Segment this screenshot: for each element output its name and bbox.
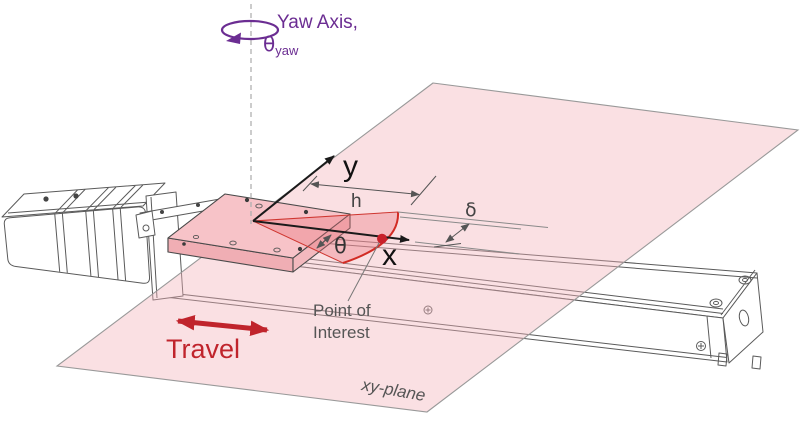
yaw-rotation-arrow-icon [220, 19, 280, 44]
x-axis-extension [414, 241, 521, 255]
carriage-plate [167, 193, 351, 273]
delta-dim-label: δ [465, 199, 477, 221]
y-axis-arrow [252, 155, 335, 222]
motor-front-face [3, 206, 151, 284]
delta-dimension-arrow [445, 223, 470, 243]
bracket-screw [160, 210, 164, 214]
h-dimension-arrow [310, 181, 420, 198]
theta-dim-label: θ [334, 234, 347, 258]
travel-arrow [175, 314, 270, 337]
motor-seam-top-ticks [55, 184, 144, 214]
motor-block [1, 182, 184, 301]
yaw-axis-label: Yaw Axis, [277, 12, 358, 33]
screw-icon [709, 298, 723, 308]
motor-top-screw [43, 196, 49, 202]
h-witness-tick-right [410, 175, 437, 206]
end-face-oval-hole [738, 309, 750, 327]
motor-top-face [1, 182, 166, 218]
theta-angle-arrow [316, 234, 332, 249]
poi-label-line1: Point of [313, 301, 371, 320]
delta-witness-tick [433, 243, 462, 248]
carriage-top-face [167, 193, 351, 259]
motor-seam-lines [54, 207, 127, 281]
h-dim-label: h [351, 191, 362, 212]
point-of-interest-dot [377, 233, 387, 244]
yaw-theta-label: θyaw [263, 32, 299, 58]
motor-top-bevel [7, 201, 151, 214]
motor-top-screw [73, 193, 79, 199]
screw-icon [738, 275, 752, 285]
rotated-axis-extension [397, 211, 549, 228]
stage-foot-tab [751, 355, 762, 370]
stage-front-bottom-inner [165, 292, 728, 358]
screw-icon [423, 305, 433, 315]
poi-leader-line [347, 242, 380, 302]
bracket-screw [196, 203, 200, 207]
rotated-axis-extension-2 [399, 216, 522, 230]
h-witness-tick-left [302, 175, 318, 192]
y-axis-label: y [343, 150, 358, 183]
stage-end-face [722, 272, 764, 364]
annotations: Yaw Axis, θyaw y x h δ θ Point of Intere… [166, 4, 549, 405]
stage-end-step-line [706, 315, 712, 359]
travel-label: Travel [166, 334, 240, 364]
bracket-screw [142, 224, 150, 232]
screw-icon [696, 341, 706, 351]
poi-label-line2: Interest [313, 323, 370, 342]
stage-foot-tab [717, 352, 728, 367]
x-axis-label: x [382, 239, 397, 272]
carriage-top-holes [182, 197, 309, 253]
